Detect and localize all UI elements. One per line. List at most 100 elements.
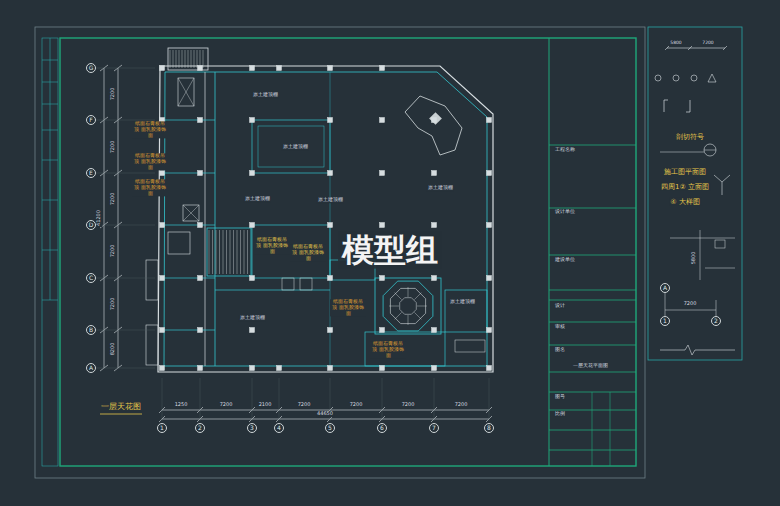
partition bbox=[160, 173, 215, 174]
dimension-line bbox=[667, 48, 725, 49]
shaft-cross bbox=[178, 78, 194, 106]
octagon-rib bbox=[414, 312, 421, 319]
stair-tread bbox=[216, 230, 217, 274]
detail-line bbox=[700, 230, 701, 280]
axis-extension bbox=[96, 173, 155, 174]
dimension-text: 工程名称 bbox=[554, 147, 576, 152]
column bbox=[198, 66, 203, 71]
octagon-rib bbox=[408, 315, 409, 325]
column bbox=[328, 223, 333, 228]
axis-bubble: 5 bbox=[325, 423, 335, 433]
partition bbox=[160, 120, 215, 121]
stair-tread bbox=[244, 230, 245, 274]
column bbox=[432, 171, 437, 176]
title-block-line bbox=[549, 145, 636, 146]
grid-line bbox=[330, 72, 331, 366]
stair-block bbox=[168, 48, 208, 70]
dimension-text: 7200 bbox=[701, 40, 714, 45]
axis-extension bbox=[162, 378, 163, 421]
axis-label: 8 bbox=[487, 425, 491, 431]
elevator-cross bbox=[183, 205, 199, 221]
shaft bbox=[168, 232, 190, 254]
axis-label: 3 bbox=[250, 425, 254, 431]
symbol bbox=[691, 75, 697, 81]
axis-label: A bbox=[663, 285, 667, 291]
axis-label: A bbox=[89, 365, 93, 371]
dimension-text: 7200 bbox=[110, 297, 116, 312]
axis-bubble: 4 bbox=[274, 423, 284, 433]
axis-label: 4 bbox=[277, 425, 281, 431]
stair-tread bbox=[209, 230, 210, 274]
column bbox=[198, 276, 203, 281]
dimension-text: 原土建顶棚 bbox=[317, 197, 344, 203]
column bbox=[160, 171, 165, 176]
column bbox=[160, 66, 165, 71]
axis-label: G bbox=[89, 65, 94, 71]
dimension-text: 7200 bbox=[683, 301, 698, 307]
column bbox=[277, 366, 282, 371]
dimension-text: 原土建顶棚 bbox=[239, 315, 266, 321]
note-text: 纸面石膏板吊顶 面乳胶漆饰面 bbox=[132, 121, 168, 138]
axis-label: B bbox=[89, 327, 93, 333]
dimension-text: 7200 bbox=[297, 402, 312, 408]
title-block-line bbox=[549, 255, 636, 256]
column bbox=[487, 171, 492, 176]
axis-extension bbox=[96, 68, 155, 69]
drawing-title: 一层天花图 bbox=[100, 402, 142, 411]
axis-label: 7 bbox=[432, 425, 436, 431]
stair bbox=[207, 228, 251, 276]
column bbox=[328, 276, 333, 281]
dimension-line bbox=[162, 419, 489, 420]
symbol bbox=[655, 75, 661, 81]
stair-tread bbox=[212, 230, 213, 274]
break-line bbox=[660, 345, 735, 355]
column bbox=[250, 171, 255, 176]
dimension-text: 原土建顶棚 bbox=[282, 144, 309, 150]
column bbox=[380, 328, 385, 333]
title-block-line bbox=[549, 290, 636, 291]
axis-label: 2 bbox=[714, 318, 718, 324]
outer-wall bbox=[158, 66, 493, 372]
margin-table bbox=[42, 38, 58, 466]
elevation-symbol bbox=[722, 175, 730, 182]
axis-bubble: A bbox=[86, 363, 96, 373]
column bbox=[380, 366, 385, 371]
column bbox=[487, 328, 492, 333]
dimension-text: 原土建顶棚 bbox=[244, 196, 271, 202]
drawing-frame bbox=[60, 38, 636, 466]
column bbox=[432, 328, 437, 333]
dimension-text: 7200 bbox=[110, 87, 116, 102]
axis-bubble: 7 bbox=[429, 423, 439, 433]
title-block-line bbox=[549, 345, 636, 346]
axis-bubble: 3 bbox=[247, 423, 257, 433]
axis-bubble: E bbox=[86, 168, 96, 178]
column bbox=[277, 66, 282, 71]
dimension-text: 建设单位 bbox=[554, 257, 576, 262]
section-symbol bbox=[664, 100, 665, 112]
section-symbol bbox=[690, 100, 691, 112]
column bbox=[328, 328, 333, 333]
axis-extension bbox=[96, 225, 155, 226]
note-text: 四周1② 立面图 bbox=[660, 183, 710, 191]
fixture bbox=[282, 278, 294, 290]
sheet-border bbox=[35, 27, 645, 478]
dimension-text: 7200 bbox=[110, 192, 116, 207]
octagon-rib bbox=[417, 306, 427, 307]
column bbox=[250, 276, 255, 281]
axis-bubble: F bbox=[86, 115, 96, 125]
column bbox=[250, 366, 255, 371]
dimension-text: 设计 bbox=[554, 303, 566, 308]
dimension-text: 5800 bbox=[691, 251, 697, 266]
dimension-tick bbox=[665, 46, 669, 50]
axis-extension bbox=[252, 378, 253, 421]
column bbox=[380, 66, 385, 71]
stair-tread bbox=[219, 230, 220, 274]
detail-line bbox=[670, 238, 735, 239]
dimension-text: 比例 bbox=[554, 411, 566, 416]
dimension-text: 审核 bbox=[554, 324, 566, 329]
octagon-rib bbox=[414, 293, 421, 300]
column bbox=[432, 366, 437, 371]
axis-extension bbox=[96, 330, 155, 331]
column bbox=[328, 171, 333, 176]
